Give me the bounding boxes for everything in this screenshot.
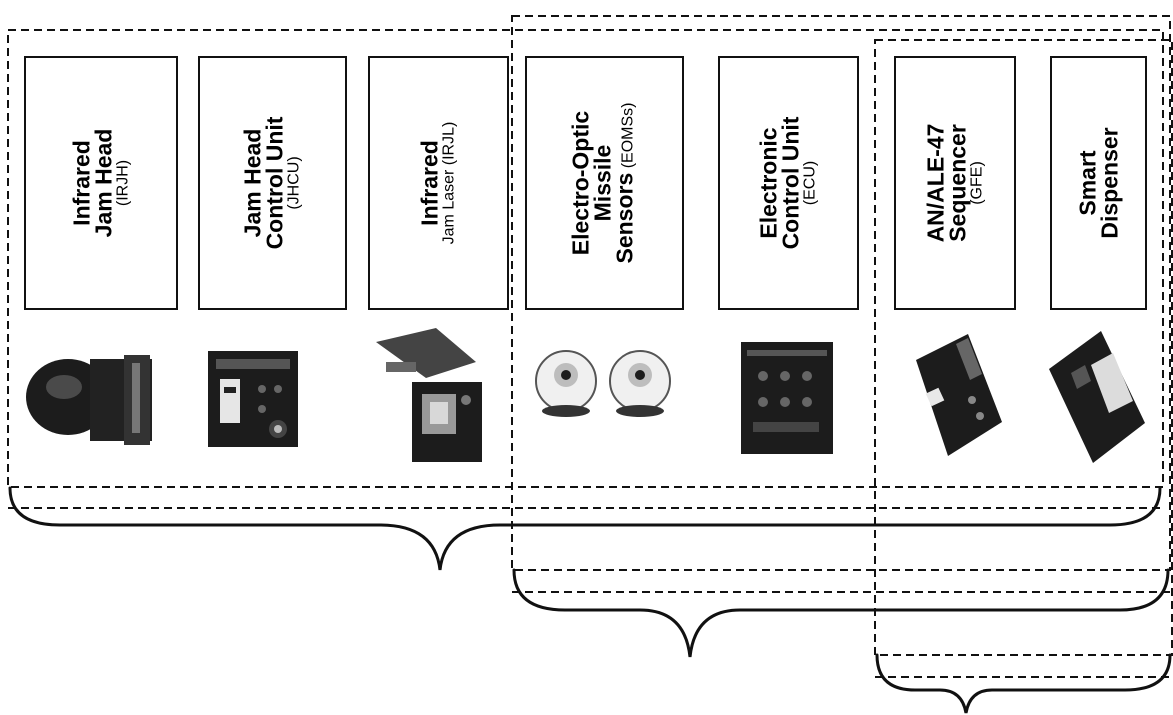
group-2-brace (514, 570, 1168, 657)
group-3-frame (875, 40, 1172, 655)
group-1-frame (8, 30, 1163, 487)
group-1-brace (10, 488, 1160, 570)
group-3-brace (877, 655, 1170, 713)
